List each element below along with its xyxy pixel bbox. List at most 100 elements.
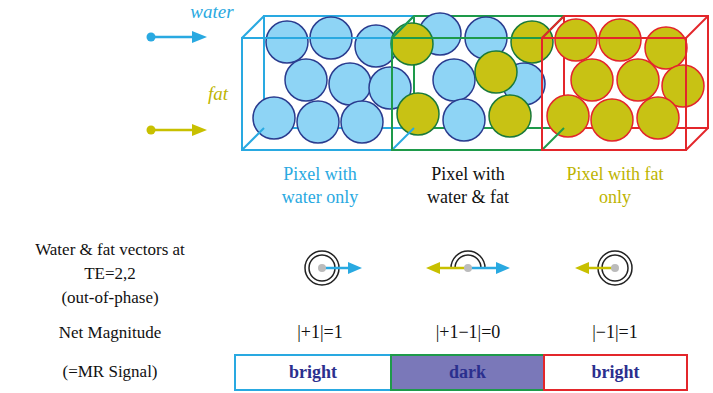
label-word: Magnitude xyxy=(88,323,162,342)
label-word: (out-of-phase) xyxy=(61,288,158,307)
label-word: (=MR xyxy=(62,362,104,381)
water-molecule xyxy=(329,63,371,105)
water-molecule xyxy=(443,99,485,141)
fat-molecule xyxy=(489,95,531,137)
signal-label: bright xyxy=(591,362,639,383)
cube-edge xyxy=(392,16,414,38)
label-word: Water xyxy=(35,240,75,259)
arrow-head xyxy=(348,262,362,274)
fat-arrow xyxy=(147,124,208,136)
origin-dot xyxy=(318,264,326,272)
water-molecule xyxy=(341,101,383,143)
column-heading: Pixel with water only xyxy=(264,163,376,210)
signal-bar: bright xyxy=(543,354,688,391)
row-heading: Net Magnitude xyxy=(59,321,161,345)
arrow-head xyxy=(496,262,510,274)
label-word: & xyxy=(471,187,485,207)
magnitude-value: |+1|=1 xyxy=(297,321,343,344)
cube-front xyxy=(242,16,414,150)
fat-molecule xyxy=(511,21,553,63)
cube-face xyxy=(392,38,542,150)
signal-bar: dark xyxy=(390,354,545,391)
arrow-head xyxy=(426,262,440,274)
cube-edge xyxy=(542,16,564,38)
magnitude-value: |+1−1|=0 xyxy=(436,321,501,344)
water-molecules xyxy=(253,17,411,143)
label-word: |+1|=1 xyxy=(297,322,343,342)
fat-molecule xyxy=(555,19,597,61)
cube-face xyxy=(542,38,686,150)
fat-molecule xyxy=(637,97,679,139)
row-heading: (=MR Signal) xyxy=(62,360,157,384)
fat-molecule xyxy=(599,19,641,61)
label-word: TE=2,2 xyxy=(84,264,136,283)
arrow-shaft xyxy=(151,36,194,39)
fat-molecule xyxy=(475,51,517,93)
arrow-shaft xyxy=(151,129,194,132)
legend-label: water xyxy=(190,0,233,25)
water-molecule xyxy=(433,59,475,101)
water-vector xyxy=(468,267,498,270)
label-word: with xyxy=(473,164,505,184)
legend-label: fat xyxy=(208,82,228,107)
signal-bar: bright xyxy=(234,354,392,391)
fat-molecule xyxy=(571,59,613,101)
phase-vectors xyxy=(318,262,619,274)
cube-face xyxy=(242,38,392,150)
label-word: only xyxy=(599,187,631,207)
label-word: |−1|=1 xyxy=(592,322,638,342)
label-word: Pixel xyxy=(283,164,320,184)
arrow-head xyxy=(192,124,207,136)
cube-fronts xyxy=(242,16,708,150)
label-word: water xyxy=(190,1,233,22)
fat-vector xyxy=(587,267,615,270)
cube-front xyxy=(542,16,708,150)
arrow-head xyxy=(575,262,589,274)
origin-dot xyxy=(464,264,472,272)
label-word: at xyxy=(173,240,185,259)
cube-edge xyxy=(242,16,264,38)
fat-molecule xyxy=(645,27,687,69)
cube-front xyxy=(392,16,564,150)
column-heading: Pixel with fat only xyxy=(559,163,671,210)
water-molecule xyxy=(266,21,308,63)
fat-molecule xyxy=(617,59,659,101)
column-heading: Pixel with water & fat xyxy=(412,163,524,210)
water-molecule xyxy=(297,101,339,143)
fat-molecule xyxy=(391,23,433,65)
label-word: fat xyxy=(490,187,509,207)
arrow-head xyxy=(192,31,207,43)
label-word: Pixel xyxy=(431,164,468,184)
water-molecule xyxy=(285,59,327,101)
label-word: fat xyxy=(645,164,664,184)
fat-vector xyxy=(438,267,468,270)
label-word: with xyxy=(325,164,357,184)
cube-edge xyxy=(542,128,564,150)
label-word: with xyxy=(608,164,640,184)
water-vector xyxy=(322,267,350,270)
cube-edge xyxy=(392,16,414,38)
label-word: Net xyxy=(59,323,84,342)
label-word: |+1−1|=0 xyxy=(436,322,501,342)
water-arrow xyxy=(147,31,208,43)
cube-edge xyxy=(242,128,264,150)
origin-dot xyxy=(611,264,619,272)
label-word: Signal) xyxy=(108,362,157,381)
cube-edge xyxy=(392,128,414,150)
label-word: fat xyxy=(208,83,228,104)
row-heading: Water & fat vectors at TE=2,2 (out-of-ph… xyxy=(34,238,186,310)
signal-label: dark xyxy=(449,362,486,383)
cube-edge xyxy=(542,16,564,38)
label-word: fat xyxy=(97,240,115,259)
label-word: vectors xyxy=(119,240,168,259)
label-word: & xyxy=(80,240,93,259)
label-word: only xyxy=(326,187,358,207)
fat-molecule xyxy=(591,99,633,141)
cube-edge xyxy=(686,16,708,38)
label-word: Pixel xyxy=(566,164,603,184)
signal-label: bright xyxy=(289,362,337,383)
fat-molecule xyxy=(547,95,589,137)
cube-edge xyxy=(686,128,708,150)
mixed-molecules xyxy=(391,13,553,141)
